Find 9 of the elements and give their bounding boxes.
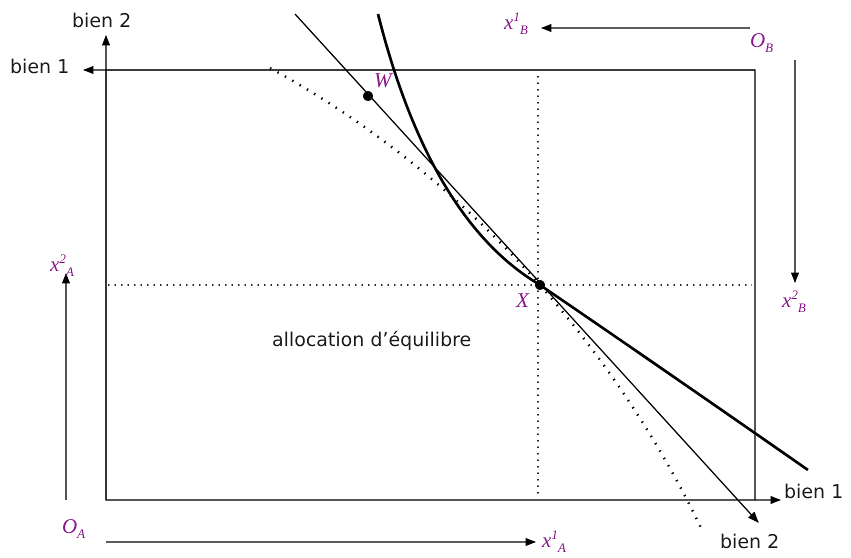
point-label: W — [374, 70, 392, 91]
annotation: allocation d’équilibre — [272, 331, 472, 350]
axis-label: bien 1 — [784, 483, 844, 502]
axis-label: bien 2 — [72, 12, 132, 31]
origin-label: O$_{B}$ — [750, 30, 774, 54]
point-label: X — [516, 290, 529, 311]
axis-label: bien 1 — [10, 58, 70, 77]
axis-label: bien 2 — [720, 533, 780, 552]
origin-label: O$_{A}$ — [62, 516, 86, 540]
